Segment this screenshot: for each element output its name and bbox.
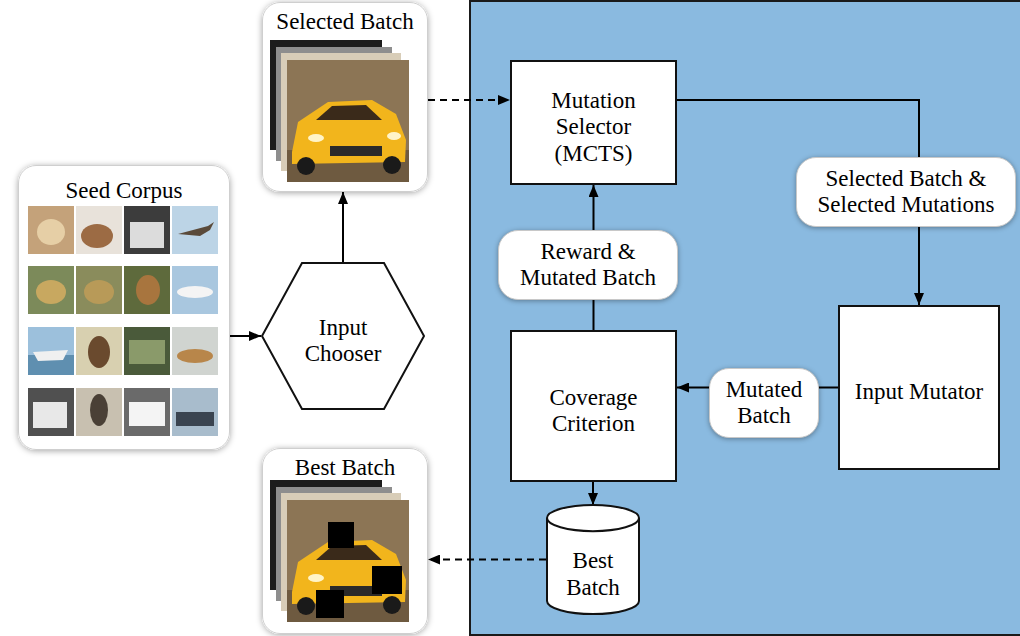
node-label: Best Batch (295, 455, 395, 481)
occlusion-patch (316, 590, 344, 618)
seed-image (28, 388, 74, 436)
flow-arrow (342, 192, 344, 262)
seed-image-subject (81, 224, 113, 248)
cylinder-outline (547, 505, 639, 614)
storage-cylinder: Best Batch (546, 505, 640, 614)
seed-image-subject (130, 222, 164, 248)
node-label: Input Chooser (298, 315, 388, 368)
seed-image (28, 206, 74, 254)
selected-batch-image (270, 40, 409, 182)
seed-image (124, 206, 170, 254)
occlusion-patch (372, 566, 402, 594)
node-label: Coverage Criterion (534, 385, 654, 438)
seed-image-subject (178, 222, 214, 236)
process-box: Input Mutator (838, 305, 1000, 470)
seed-image (172, 388, 218, 436)
batch-box: Selected Batch (262, 2, 428, 192)
box-ground (262, 448, 428, 634)
flow-arrow (428, 559, 546, 561)
flow-arrow (592, 482, 594, 505)
flow-arrow (428, 99, 510, 101)
edge-label-bubble: Selected Batch & Selected Mutations (796, 157, 1016, 228)
seed-image (172, 206, 218, 254)
node-label: Mutation Selector (MCTS) (536, 88, 651, 167)
seed-image-subject (33, 350, 68, 361)
seed-image-subject (176, 412, 214, 426)
seed-image (76, 206, 122, 254)
flow-arrow (230, 335, 261, 337)
seed-image-subject (84, 280, 114, 304)
occlusion-patch (328, 522, 354, 548)
seed-image (172, 327, 218, 375)
batch-box: Best Batch (262, 448, 428, 634)
seed-image-subject (36, 280, 66, 304)
seed-images (28, 206, 218, 436)
node-label: Seed Corpus (66, 178, 183, 204)
process-box: Coverage Criterion (510, 330, 677, 482)
chooser-hexagon: Input Chooser (261, 262, 425, 410)
seed-image-subject (129, 402, 165, 426)
seed-image-subject (90, 394, 108, 426)
box-ground (18, 165, 230, 450)
seed-image (76, 388, 122, 436)
seed-image-subject (129, 340, 165, 364)
seed-image (76, 327, 122, 375)
edge-label: Mutated Batch (724, 377, 804, 430)
seed-image-subject (136, 275, 160, 305)
edge-label-bubble: Reward & Mutated Batch (498, 230, 678, 301)
node-label: Selected Batch (276, 9, 413, 35)
seed-image-subject (88, 336, 110, 368)
best-batch-image (270, 480, 409, 622)
process-box: Mutation Selector (MCTS) (510, 60, 677, 185)
edge-label-bubble: Mutated Batch (709, 368, 819, 439)
seed-image (28, 327, 74, 375)
node-label: Best Batch (561, 548, 625, 601)
seed-image (124, 327, 170, 375)
seed-image-subject (37, 219, 65, 245)
best-batch-photo (270, 480, 409, 622)
seed-image-subject (177, 286, 213, 298)
seed-image (172, 266, 218, 314)
seed-image (124, 388, 170, 436)
seed-image (124, 266, 170, 314)
seed-image-subject (177, 349, 213, 363)
box-ground (262, 2, 428, 192)
node-label: Input Mutator (855, 379, 983, 405)
corpus-box: Seed Corpus (18, 165, 230, 450)
hexagon-outline (262, 263, 424, 409)
cylinder-rim (547, 518, 639, 531)
seed-image (28, 266, 74, 314)
edge-label: Selected Batch & Selected Mutations (811, 166, 1001, 219)
seed-image (76, 266, 122, 314)
edge-label: Reward & Mutated Batch (513, 239, 663, 292)
seed-image-subject (33, 402, 67, 428)
fuzzer-panel (470, 1, 1020, 635)
